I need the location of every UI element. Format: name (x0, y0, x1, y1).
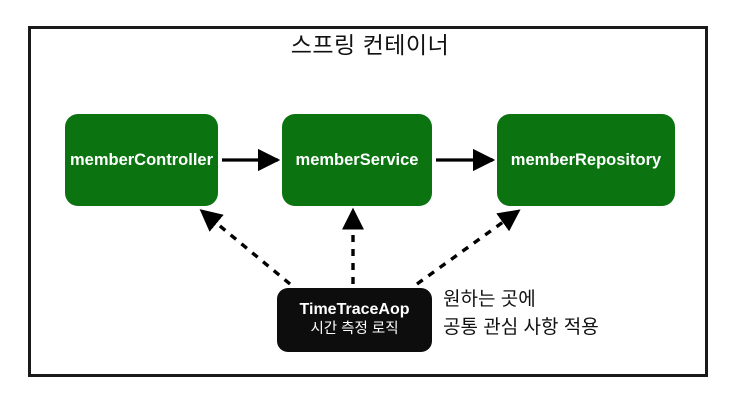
bean-member-service[interactable]: memberService (282, 114, 432, 206)
aspect-title-label: TimeTraceAop (299, 300, 410, 318)
aspect-subtitle-label: 시간 측정 로직 (310, 321, 399, 338)
aspect-time-trace-aop[interactable]: TimeTraceAop 시간 측정 로직 (277, 288, 432, 352)
bean-member-repository-label: memberRepository (510, 150, 662, 169)
bean-member-controller[interactable]: memberController (65, 114, 218, 206)
bean-member-repository[interactable]: memberRepository (497, 114, 675, 206)
bean-member-controller-label: memberController (69, 150, 214, 169)
bean-member-service-label: memberService (295, 150, 419, 169)
annotation-text: 원하는 곳에 공통 관심 사항 적용 (443, 289, 599, 338)
spring-container-title: 스프링 컨테이너 (290, 32, 450, 58)
